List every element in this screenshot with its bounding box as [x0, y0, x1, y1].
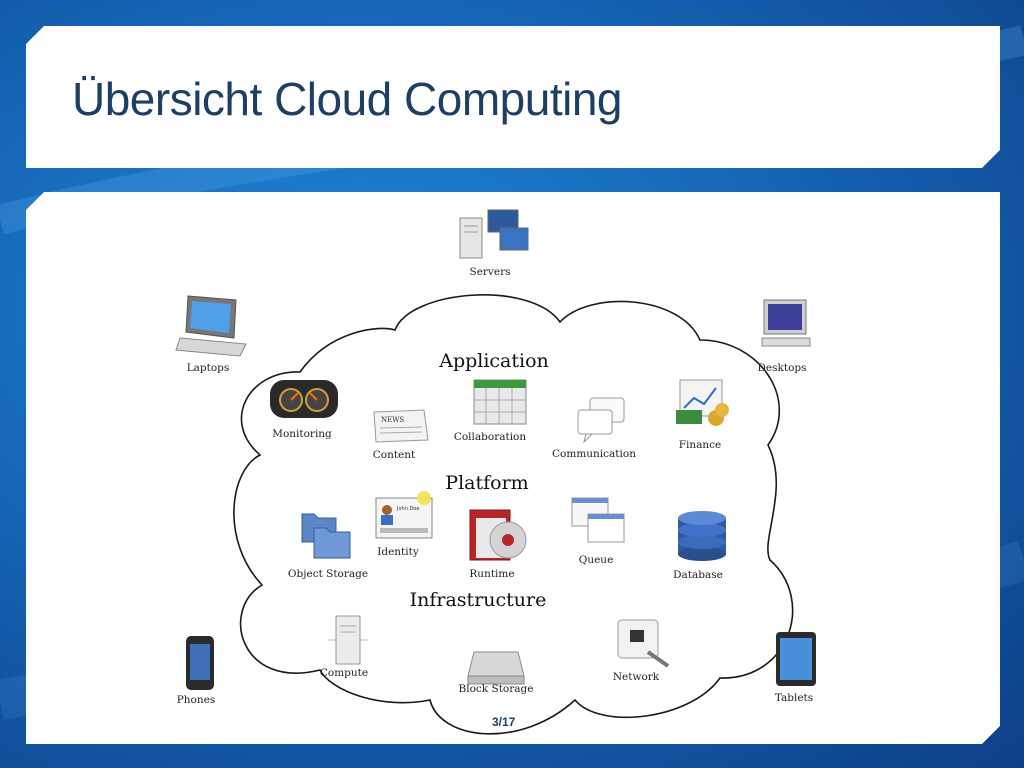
chat-bubbles-icon	[577, 397, 625, 444]
id-card-icon: John Doe	[375, 491, 433, 539]
laptops-label: Laptops	[187, 362, 230, 374]
infrastructure-layer-title: Infrastructure	[410, 589, 547, 611]
finance-chart-icon	[676, 379, 729, 426]
queue-label: Queue	[579, 554, 614, 566]
id-card-name-text: John Doe	[396, 506, 419, 512]
title-panel	[26, 26, 1000, 168]
monitoring-label: Monitoring	[272, 428, 332, 440]
page-number: 3/17	[492, 715, 516, 729]
application-layer-title: Application	[438, 350, 549, 372]
runtime-label: Runtime	[469, 568, 514, 580]
queue-windows-icon	[571, 497, 625, 543]
database-icon	[678, 511, 726, 561]
news-icon-text: NEWS	[381, 416, 404, 424]
collaboration-label: Collaboration	[454, 431, 527, 443]
desktop-icon	[761, 299, 811, 347]
content-label: Content	[373, 449, 416, 461]
phone-icon	[186, 636, 214, 690]
object-storage-label: Object Storage	[288, 568, 368, 580]
network-port-icon	[617, 619, 670, 668]
tablet-icon	[776, 632, 816, 686]
block-storage-label: Block Storage	[459, 683, 534, 695]
runtime-disc-icon	[469, 509, 527, 561]
database-label: Database	[673, 569, 723, 581]
compute-server-icon	[328, 615, 368, 665]
calendar-icon	[473, 379, 527, 425]
laptop-icon	[175, 295, 247, 357]
desktops-label: Desktops	[757, 362, 806, 374]
servers-label: Servers	[470, 266, 511, 278]
compute-label: Compute	[320, 667, 368, 679]
tablets-label: Tablets	[775, 692, 813, 704]
phones-label: Phones	[177, 694, 216, 706]
network-label: Network	[613, 671, 660, 683]
platform-layer-title: Platform	[445, 472, 528, 494]
slide-title: Übersicht Cloud Computing	[72, 73, 623, 125]
communication-label: Communication	[552, 448, 636, 460]
finance-label: Finance	[679, 439, 722, 451]
folders-icon	[301, 513, 351, 559]
identity-label: Identity	[377, 546, 419, 558]
hard-drive-icon	[467, 651, 525, 685]
servers-icon	[459, 209, 529, 259]
monitoring-gauge-icon	[270, 380, 338, 418]
newspaper-icon: NEWS	[373, 409, 429, 443]
